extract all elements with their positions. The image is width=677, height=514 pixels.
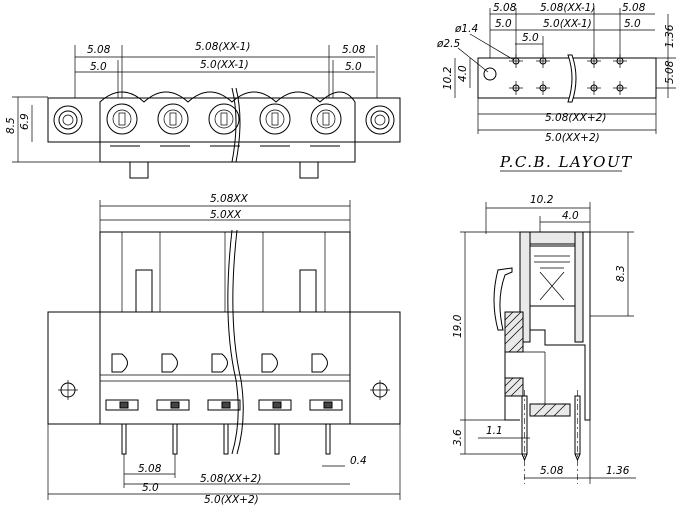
pcb-dim-right-pitch: 5.08 (664, 60, 676, 84)
front-pin-blocks (105, 399, 343, 411)
side-dim-pin-pitch: 5.08 (540, 465, 564, 477)
front-dim-top-mm: 5.0XX (210, 209, 242, 221)
pcb-dim-top-total: 5.08(XX-1) (540, 2, 595, 14)
pcb-holes (509, 54, 627, 95)
dim-top-pitch-in-right: 5.08 (342, 44, 366, 56)
pcb-dim-mm-sub: 5.0 (522, 32, 539, 44)
side-view: 10.2 4.0 8.3 (452, 194, 636, 484)
side-dim-width: 10.2 (530, 194, 554, 206)
side-dim-pin-edge: 1.36 (606, 465, 630, 477)
pcb-dim-top-left: 5.08 (493, 2, 517, 14)
side-dim-width-inner: 4.0 (562, 210, 579, 222)
dim-top-pitch-mm-total: 5.0(XX-1) (200, 59, 249, 71)
side-dim-pin-length: 3.6 (452, 429, 464, 446)
dim-top-pitch-mm: 5.0 (90, 61, 107, 73)
dim-top-height-total: 8.5 (5, 117, 17, 134)
pcb-dim-bottom-mm: 5.0(XX+2) (545, 132, 600, 144)
side-dim-height-upper: 8.3 (615, 265, 627, 282)
pcb-dim-height-inner: 4.0 (457, 65, 469, 82)
front-dim-total-mm: 5.0(XX+2) (204, 494, 259, 506)
pcb-layout-title: P.C.B. LAYOUT (499, 153, 633, 171)
pcb-hole-large-label: ø2.5 (436, 38, 460, 50)
side-dim-height-total: 19.0 (452, 314, 464, 338)
pcb-dim-mm-left: 5.0 (495, 18, 512, 30)
front-dim-top-in: 5.08XX (210, 193, 249, 205)
front-pins (121, 423, 331, 455)
pcb-layout: 5.08 5.08(XX-1) 5.08 5.0 5.0(XX-1) 5.0 5… (436, 2, 676, 144)
pcb-dim-height: 10.2 (442, 66, 454, 90)
front-dim-total-in: 5.08(XX+2) (200, 473, 261, 485)
front-dim-pin-width: 0.4 (350, 455, 367, 467)
side-dim-pin-offset: 1.1 (486, 425, 503, 437)
front-dim-pitch-mm: 5.0 (142, 482, 159, 494)
pcb-hole-small-label: ø1.4 (454, 23, 478, 35)
dim-top-height-inner: 6.9 (19, 113, 31, 130)
top-view: 5.08 5.08(XX-1) 5.08 5.0 5.0(XX-1) 5.0 (5, 41, 401, 179)
pcb-dim-mm-total: 5.0(XX-1) (543, 18, 592, 30)
dim-top-pitch-in: 5.08 (87, 44, 111, 56)
front-terminal-heads (111, 353, 328, 373)
pcb-dim-bottom-in: 5.08(XX+2) (545, 112, 606, 124)
top-screw-row (99, 91, 356, 142)
front-view: 5.08XX 5.0XX (47, 193, 401, 506)
pcb-dim-right-top: 1.36 (664, 24, 676, 48)
pcb-dim-top-right: 5.08 (622, 2, 646, 14)
front-dim-pitch-in: 5.08 (138, 463, 162, 475)
dim-top-pitch-in-total: 5.08(XX-1) (195, 41, 250, 53)
pcb-dim-mm-right: 5.0 (624, 18, 641, 30)
dim-top-pitch-mm-right: 5.0 (345, 61, 362, 73)
